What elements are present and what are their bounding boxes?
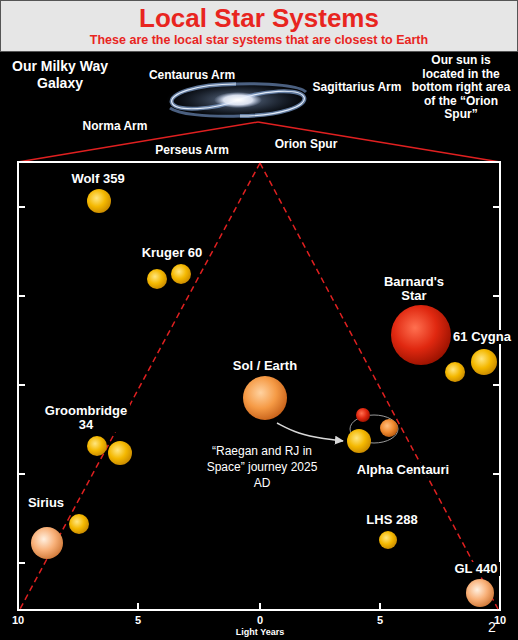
star-system: Sirius <box>26 496 91 562</box>
star <box>356 408 370 422</box>
star <box>108 441 132 465</box>
galaxy-arm <box>170 108 240 116</box>
star <box>445 362 465 382</box>
tick <box>137 603 139 610</box>
star-system: Groombridge 34 <box>42 404 135 467</box>
map-frame <box>18 162 500 610</box>
axis-tick-label: 0 <box>257 614 263 627</box>
star-system: Barnard's Star <box>377 275 453 367</box>
star-icon <box>29 512 91 562</box>
arm-label: Sagittarius Arm <box>313 80 402 94</box>
star <box>380 419 398 437</box>
star <box>471 349 497 375</box>
star <box>466 579 494 607</box>
star-system: 61 Cygna <box>443 330 513 384</box>
star-system: LHS 288 <box>364 513 419 551</box>
tick <box>18 295 25 297</box>
axis-tick-label: 10 <box>12 614 24 627</box>
zoom-line <box>258 122 500 162</box>
galaxy-arm <box>236 84 306 92</box>
star-name: Groombridge 34 <box>42 404 130 432</box>
journey-arrow <box>277 423 343 441</box>
page-number: 2 <box>488 619 496 636</box>
star <box>379 531 397 549</box>
title: Local Star Systems <box>139 4 379 32</box>
star-name: 61 Cygna <box>451 330 513 344</box>
tick <box>493 473 500 475</box>
axis-tick-label: 5 <box>135 614 141 627</box>
tick <box>493 206 500 208</box>
star-icon <box>377 529 399 551</box>
star <box>347 429 371 453</box>
star-icon <box>85 187 113 215</box>
star-system: Alpha Centauri <box>344 405 451 477</box>
star-name: Alpha Centauri <box>355 463 451 477</box>
star-icon <box>85 433 135 467</box>
star <box>87 436 107 456</box>
axis-tick-label: 5 <box>377 614 383 627</box>
view-cone-line <box>260 163 498 609</box>
view-cone-line <box>20 163 260 609</box>
star-system: Kruger 60 <box>140 246 205 292</box>
galaxy-name: Our Milky Way Galaxy <box>1 58 119 92</box>
tick <box>493 295 500 297</box>
tick <box>18 473 25 475</box>
star <box>391 305 451 365</box>
tick <box>493 384 500 386</box>
star <box>87 189 111 213</box>
tick <box>259 603 261 610</box>
star-icon <box>464 577 496 609</box>
star-system: GL 440 <box>452 562 499 609</box>
star-name: Sol / Earth <box>231 359 299 373</box>
star <box>243 376 287 420</box>
tick <box>18 562 25 564</box>
star-name: Sirius <box>26 496 66 510</box>
star-icon <box>389 303 453 367</box>
arm-label: Centaurus Arm <box>149 68 235 82</box>
star-icon <box>443 346 499 384</box>
note-text: Our sun is located in the bottom right a… <box>409 54 513 122</box>
tick <box>18 384 25 386</box>
axis-ticks <box>18 207 500 610</box>
star-name: LHS 288 <box>364 513 419 527</box>
star <box>171 264 191 284</box>
arm-label: Orion Spur <box>275 137 338 151</box>
star-name: Wolf 359 <box>69 172 126 186</box>
star-name: Kruger 60 <box>140 246 205 260</box>
star-icon <box>344 405 400 455</box>
galaxy-core <box>214 92 262 108</box>
star <box>147 269 167 289</box>
star-icon <box>241 374 289 422</box>
axis-title: Light Years <box>236 627 284 638</box>
arm-label: Norma Arm <box>83 119 148 133</box>
star-system: Wolf 359 <box>69 172 126 215</box>
edge-label: “Raegan and RJ in Space” journey 2025 AD <box>206 443 318 491</box>
subtitle: These are the local star systems that ar… <box>90 33 428 48</box>
star-icon <box>145 262 193 292</box>
star-name: GL 440 <box>452 562 499 576</box>
tick <box>18 206 25 208</box>
star-name: Barnard's Star <box>377 275 451 303</box>
tick <box>379 603 381 610</box>
star <box>69 514 89 534</box>
star-system: Sol / Earth <box>231 359 299 422</box>
star <box>31 527 63 559</box>
arm-label: Perseus Arm <box>155 143 229 157</box>
galaxy-glow <box>166 81 310 119</box>
